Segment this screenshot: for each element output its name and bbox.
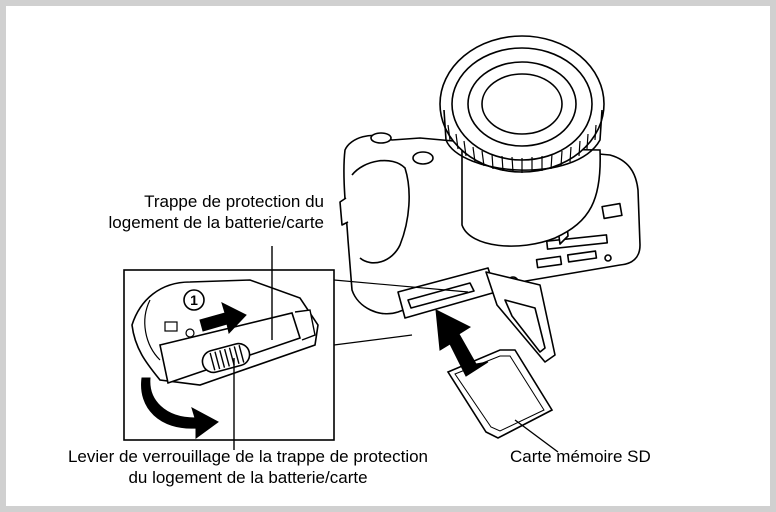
insert-arrow: [435, 309, 489, 377]
open-arrow: [141, 377, 219, 439]
battery-door-label-line2: logement de la batterie/carte: [108, 213, 324, 232]
lens-barrel: [439, 35, 605, 247]
battery-door-label-line1: Trappe de protection du: [144, 192, 324, 211]
step-number-circle: [183, 289, 205, 311]
lock-lever-label-line1: Levier de verrouillage de la trappe de p…: [67, 447, 429, 466]
leader-lines: [233, 246, 559, 453]
lock-lever-label: Levier de verrouillage de la trappe de p…: [10, 446, 486, 488]
lock-lever-label-line2: du logement de la batterie/carte: [128, 468, 368, 487]
battery-door-label: Trappe de protection du logement de la b…: [109, 191, 324, 233]
sd-card: [446, 349, 554, 439]
sd-card-label: Carte mémoire SD: [510, 447, 651, 466]
slide-arrow: [199, 302, 247, 335]
step-number: 1: [190, 292, 198, 308]
